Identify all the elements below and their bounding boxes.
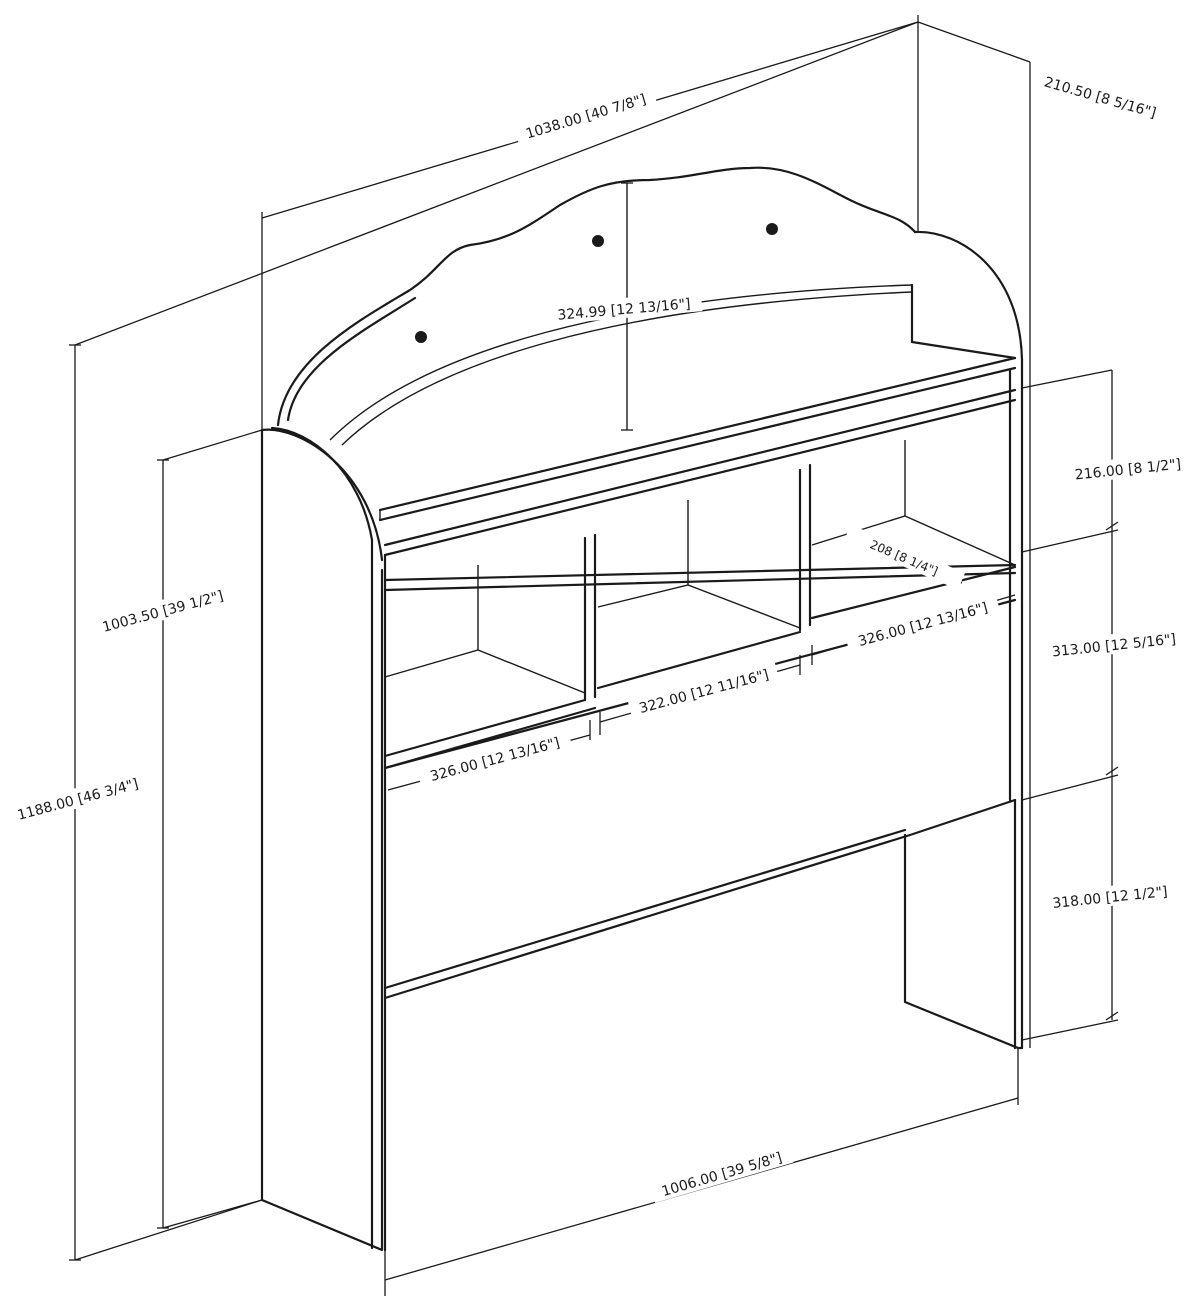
knob-icon xyxy=(415,331,427,343)
dimension-lines xyxy=(69,15,1119,1296)
cubby-left-width-label: 326.00 [12 13/16"] xyxy=(428,735,561,785)
knob-icon xyxy=(592,235,604,247)
cubby-middle-width-label: 322.00 [12 11/16"] xyxy=(637,667,770,717)
bottom-width-label: 1006.00 [39 5/8"] xyxy=(660,1150,784,1200)
depth-label: 210.50 [8 5/16"] xyxy=(1042,74,1158,121)
overall-width-top-label: 1038.00 [40 7/8"] xyxy=(524,92,648,143)
knob-icon xyxy=(766,223,778,235)
cubby-right-width-label: 326.00 [12 13/16"] xyxy=(856,600,989,650)
